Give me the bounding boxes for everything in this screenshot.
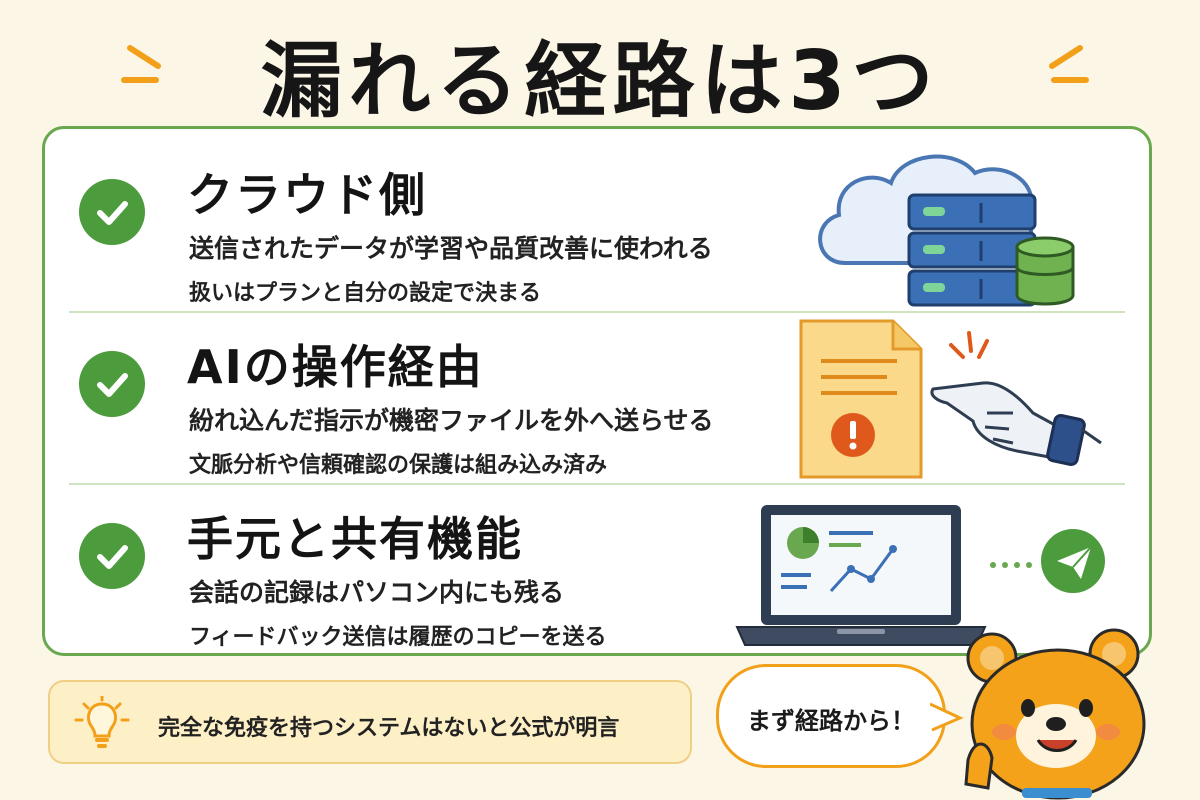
section-heading: AIの操作経由 (187, 340, 484, 394)
speech-bubble: まず経路から！ (716, 664, 946, 768)
section-ai-operation: AIの操作経由 紛れ込んだ指示が機密ファイルを外へ送らせる 文脈分析や信頼確認の… (45, 313, 1149, 485)
section-description: 紛れ込んだ指示が機密ファイルを外へ送らせる (189, 406, 714, 435)
document-warning-robot-hand-icon (799, 319, 1102, 479)
routes-card: クラウド側 送信されたデータが学習や品質改善に使われる 扱いはプランと自分の設定… (42, 126, 1152, 656)
check-icon (79, 351, 145, 417)
left-sparkle-icon (121, 45, 161, 83)
section-detail: 扱いはプランと自分の設定で決まる (189, 281, 542, 306)
lightbulb-icon (74, 696, 130, 748)
check-icon (79, 523, 145, 589)
bear-mascot-icon (964, 628, 1146, 800)
section-description: 送信されたデータが学習や品質改善に使われる (189, 234, 713, 263)
row-divider (69, 311, 1125, 313)
page-title: 漏れる経路は3つ (260, 34, 940, 129)
disclaimer-text: 完全な免疫を持つシステムはないと公式が明言 (158, 716, 620, 741)
row-divider (69, 483, 1125, 485)
section-detail: 文脈分析や信頼確認の保護は組み込み済み (189, 453, 608, 478)
section-detail: フィードバック送信は履歴のコピーを送る (189, 625, 607, 650)
cloud-server-icon (818, 154, 1075, 307)
laptop-send-icon (735, 505, 1105, 646)
section-heading: クラウド側 (187, 168, 427, 222)
section-cloud: クラウド側 送信されたデータが学習や品質改善に使われる 扱いはプランと自分の設定… (45, 141, 1149, 313)
disclaimer-note: 完全な免疫を持つシステムはないと公式が明言 (48, 680, 692, 764)
section-heading: 手元と共有機能 (187, 512, 523, 566)
section-description: 会話の記録はパソコン内にも残る (189, 578, 565, 607)
section-local-share: 手元と共有機能 会話の記録はパソコン内にも残る フィードバック送信は履歴のコピー… (45, 485, 1149, 657)
check-icon (79, 179, 145, 245)
speech-bubble-tail-icon (930, 702, 964, 732)
right-sparkle-icon (1049, 45, 1089, 83)
speech-bubble-text: まず経路から！ (747, 707, 915, 735)
